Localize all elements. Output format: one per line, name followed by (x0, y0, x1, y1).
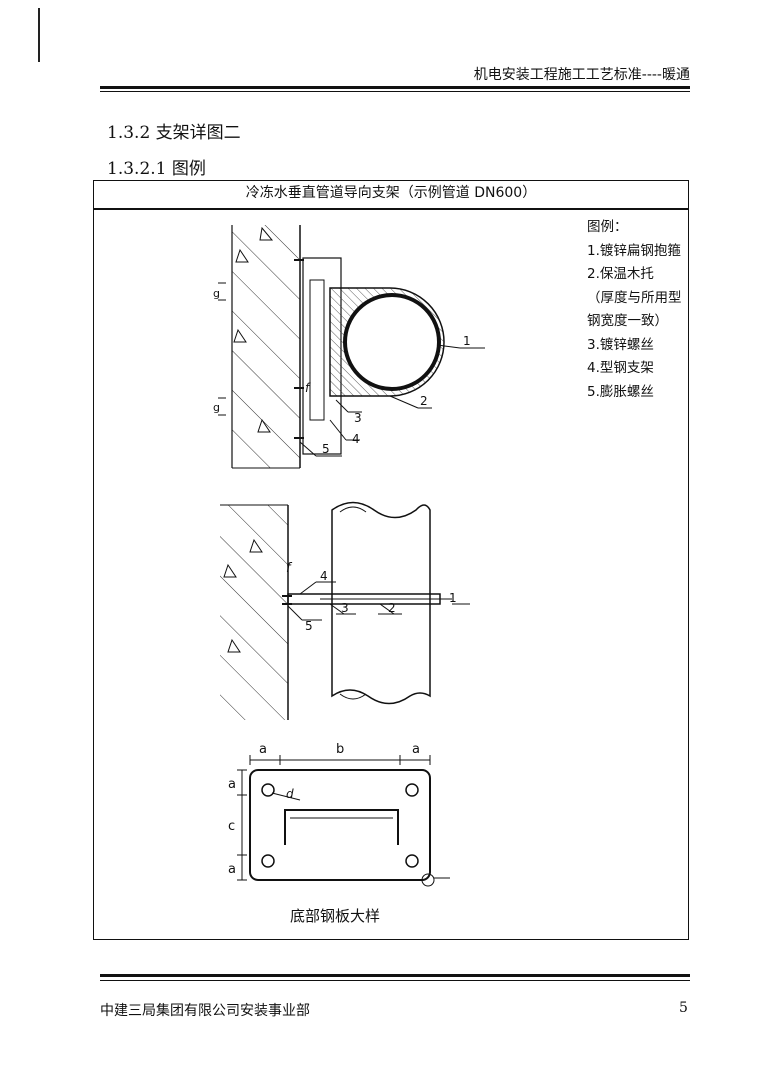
dim-label-d: d (286, 787, 294, 801)
callout-2-side: 2 (388, 601, 396, 615)
dim-label-g-lower: g (213, 401, 220, 414)
base-plate-detail: a b a a c a d (228, 742, 450, 887)
bolt-hole (405, 783, 419, 797)
bolt-hole (405, 854, 419, 868)
callout-5-side: 5 (305, 619, 313, 633)
bolt-hole (261, 783, 275, 797)
side-view: f 1 2 3 4 5 (220, 501, 470, 720)
steel-plate-outline (249, 769, 431, 881)
legend-item-1: 1.镀锌扁钢抱箍 (587, 242, 681, 259)
legend-item-2: 2.保温木托 (587, 266, 654, 282)
footer-rule-thin (100, 980, 690, 981)
callout-1-side: 1 (449, 591, 457, 605)
callout-4-side: 4 (320, 569, 328, 583)
header-rule-thin (100, 91, 690, 92)
dim-label-a-left: a (259, 742, 267, 757)
callout-5-upper: 5 (322, 442, 330, 456)
legend-item-4: 4.型钢支架 (587, 360, 654, 376)
section-heading: 1.3.2 支架详图二 (107, 123, 241, 143)
pipe-cross-section (343, 293, 441, 391)
bolt-hole (261, 854, 275, 868)
wall-section (232, 225, 300, 468)
legend-item-2-note-a: （厚度与所用型 (587, 289, 682, 306)
pipe-elevation (331, 501, 431, 705)
callout-3-upper: 3 (354, 411, 362, 425)
elevation-view: g g f 1 2 3 4 5 (213, 225, 485, 469)
dim-label-g-upper: g (213, 287, 220, 300)
section-subheading: 1.3.2.1 图例 (107, 159, 206, 179)
figure-title-divider (93, 208, 689, 210)
dim-label-a-bottom: a (228, 862, 236, 877)
legend-title: 图例： (587, 219, 628, 235)
legend-item-3: 3.镀锌螺丝 (587, 336, 654, 353)
dim-label-c: c (228, 819, 235, 834)
plate-caption: 底部钢板大样 (290, 907, 381, 925)
dim-label-a-top: a (228, 777, 236, 792)
page-number: 5 (679, 1000, 688, 1016)
legend-item-5: 5.膨胀螺丝 (587, 383, 654, 400)
callout-1-upper: 1 (463, 334, 471, 348)
callout-3-side: 3 (341, 601, 349, 615)
figure-frame (93, 180, 689, 940)
legend-item-2-note-b: 钢宽度一致） (587, 313, 668, 329)
header-rule (100, 86, 690, 89)
figure-title: 冷冻水垂直管道导向支架（示例管道 DN600） (245, 185, 537, 201)
dim-label-a-right: a (412, 742, 420, 757)
dim-label-b: b (336, 742, 344, 757)
callout-2-upper: 2 (420, 394, 428, 408)
wall-section-side (220, 505, 288, 720)
figure-legend: 图例： 1.镀锌扁钢抱箍 2.保温木托 （厚度与所用型 钢宽度一致） 3.镀锌螺… (587, 216, 682, 404)
dim-label-f-upper: f (305, 381, 311, 395)
footer-rule (100, 974, 690, 977)
binding-mark (38, 8, 40, 62)
dim-label-f-side: f (286, 561, 293, 576)
footer-company: 中建三局集团有限公司安装事业部 (100, 1003, 310, 1019)
callout-4-upper: 4 (352, 432, 360, 446)
document-header-title: 机电安装工程施工工艺标准----暖通 (473, 67, 690, 83)
